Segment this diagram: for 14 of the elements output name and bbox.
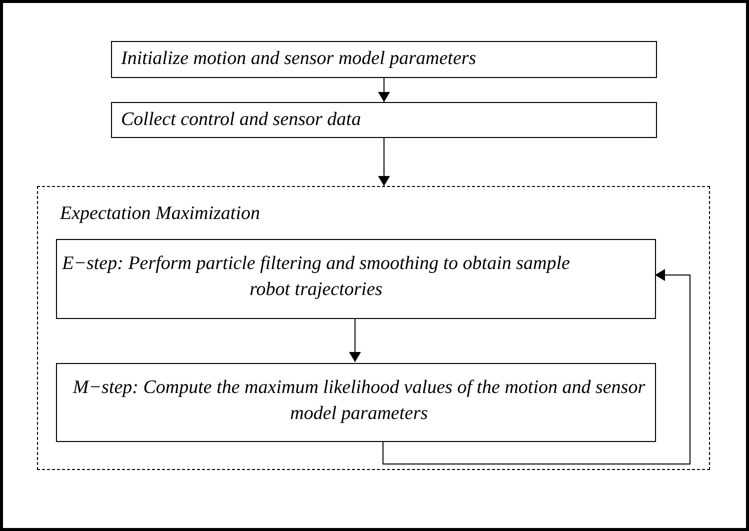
arrow [378, 138, 390, 186]
process-box [56, 363, 656, 442]
arrow [349, 318, 361, 362]
step-text: M−step: Compute the maximum likelihood values of the motion and sensor model parameters [72, 376, 646, 426]
arrow [382, 269, 690, 464]
process-box [56, 239, 656, 319]
arrow [378, 78, 390, 102]
process-box [111, 41, 657, 78]
group-title: Expectation Maximization [60, 202, 261, 226]
step-text: E−step: Perform particle filtering and smoothing to obtain sample robot trajectories [61, 252, 571, 302]
process-box [111, 102, 657, 138]
step-text: Collect control and sensor data [121, 108, 362, 132]
step-text: Initialize motion and sensor model parameters [121, 47, 478, 71]
group-box [37, 186, 710, 470]
